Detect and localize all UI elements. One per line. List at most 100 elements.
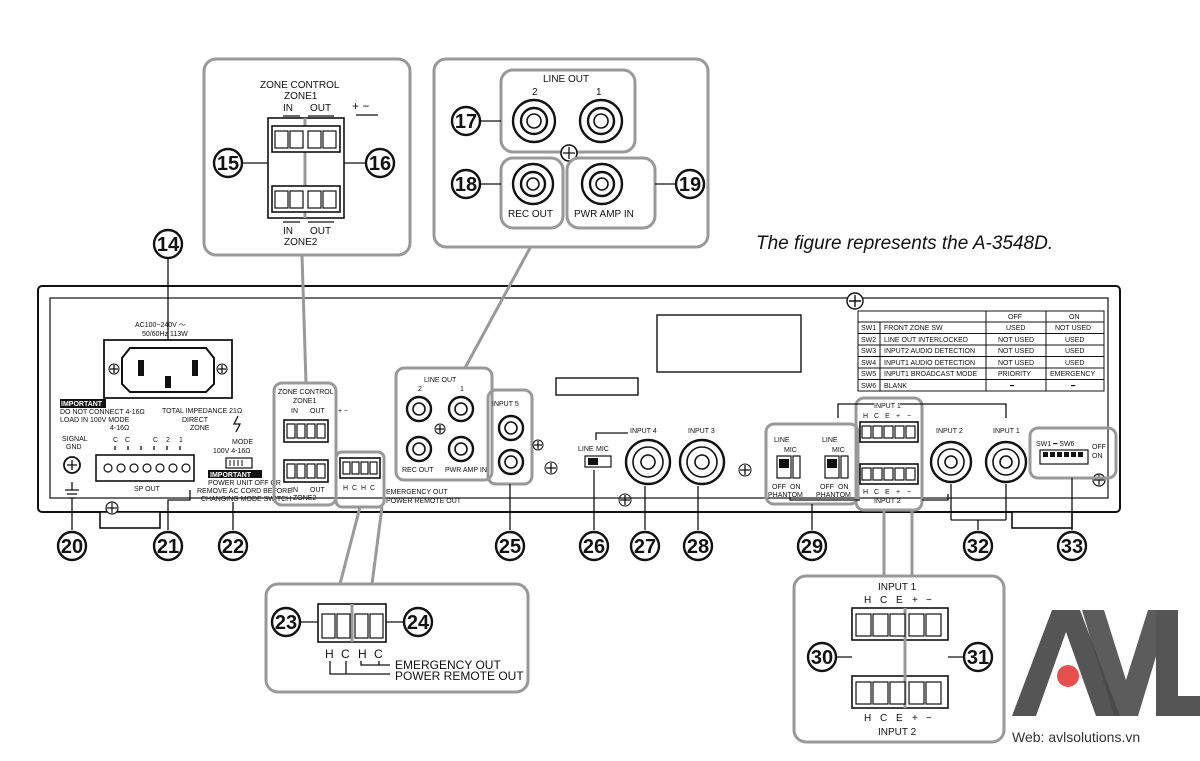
important-label: IMPORTANT	[61, 401, 103, 408]
svg-text:19: 19	[679, 174, 701, 196]
xlr-input1-label: INPUT 1	[993, 428, 1020, 435]
zoom-power-remote-out: POWER REMOTE OUT	[395, 669, 524, 683]
zoom-polarity: + −	[352, 99, 369, 113]
remote-unit-c1: C	[352, 485, 357, 492]
sw2-id: SW2	[861, 337, 876, 344]
sw5-on: EMERGENCY	[1050, 371, 1095, 378]
screw-icon	[1092, 473, 1106, 487]
input5-label: INPUT 5	[492, 401, 519, 408]
svg-text:21: 21	[157, 536, 179, 558]
zoom-t-h: H	[864, 595, 871, 606]
xlr-input2-label: INPUT 2	[936, 428, 963, 435]
mode-warning-line3: CHANGING MODE SWITCH	[201, 496, 291, 503]
remote-unit-emergency: EMERGENCY OUT	[386, 489, 448, 496]
sw2-desc: LINE OUT INTERLOCKED	[884, 337, 968, 344]
screw-icon	[618, 493, 632, 507]
zone-control-unit-title: ZONE CONTROL	[278, 389, 334, 396]
sp-terminal-c3: C	[153, 437, 158, 444]
signal-gnd: SIGNAL GND	[62, 436, 88, 499]
svg-text:33: 33	[1061, 536, 1083, 558]
zoom-line-out-ch1: 1	[596, 87, 602, 98]
zoom-zone-control: ZONE CONTROL ZONE1 IN OUT + − IN OUT ZON…	[202, 57, 412, 257]
serial-plate	[555, 377, 639, 396]
sw1-desc: FRONT ZONE SW	[884, 325, 943, 332]
power-rating-line2: 50/60Hz 113W	[142, 331, 188, 338]
avl-logo: Web: avlsolutions.vn	[1012, 610, 1200, 745]
sw-header-on: ON	[1069, 314, 1080, 321]
screw-icon	[105, 501, 119, 515]
callout-27: 27	[629, 530, 661, 562]
callout-20: 20	[56, 530, 88, 562]
line-out-unit-ch1: 1	[460, 386, 464, 393]
zoom-remote-terminals: H C H C EMERGENCY OUT POWER REMOTE OUT	[264, 582, 530, 694]
remote-unit-h2: H	[361, 485, 366, 492]
zoom-rec-out: REC OUT	[508, 209, 553, 220]
zoom-in-bottom: IN	[283, 226, 293, 237]
zoom-t-e: E	[896, 595, 903, 606]
svg-text:29: 29	[801, 536, 823, 558]
line-out-unit-rec-out: REC OUT	[402, 467, 434, 474]
callout-22: 22	[217, 530, 249, 562]
sw3-off: NOT USED	[998, 348, 1034, 355]
callout-26: 26	[578, 530, 610, 562]
svg-text:25: 25	[499, 536, 521, 558]
sw2-on: USED	[1065, 337, 1084, 344]
unit-t-h: H	[863, 413, 868, 420]
sp-terminal-1: 1	[179, 437, 183, 444]
zone-label: ZONE	[190, 425, 210, 432]
sw4-off: NOT USED	[998, 360, 1034, 367]
callout-15: 15	[212, 147, 244, 179]
zoom-remote-c2: C	[374, 647, 383, 661]
sw5-off: PRIORITY	[998, 371, 1031, 378]
signal-gnd-line2: GND	[66, 444, 82, 451]
zoom-out-top: OUT	[310, 103, 331, 114]
zone-control-unit-in: IN	[291, 408, 298, 415]
zoom-remote-h1: H	[325, 647, 334, 661]
svg-text:23: 23	[275, 612, 297, 634]
unit-b-plus: +	[896, 489, 900, 496]
callout-25: 25	[494, 530, 526, 562]
phantom1-off: OFF	[772, 484, 786, 491]
zoom-remote-c1: C	[341, 647, 350, 661]
svg-text:14: 14	[157, 234, 180, 256]
phantom1-line: LINE	[774, 437, 790, 444]
zoom-emergency-out: EMERGENCY OUT	[395, 658, 501, 672]
sw-settings-table: OFF ON SW1 FRONT ZONE SW USED NOT USED S…	[857, 310, 1105, 392]
ac-inlet: AC100−240V ～ 50/60Hz 113W	[103, 322, 233, 399]
svg-text:24: 24	[407, 612, 430, 634]
screw-icon	[846, 292, 864, 310]
mode-label: MODE	[232, 439, 253, 446]
zoom-line-out-ch2: 2	[532, 87, 538, 98]
svg-text:18: 18	[455, 174, 477, 196]
remote-terminal-unit: H C H C EMERGENCY OUT POWER REMOTE OUT	[334, 450, 462, 509]
zoom-connectors	[300, 247, 914, 585]
sw6-off: ━	[1009, 383, 1015, 390]
line-out-unit-pwr-amp-in: PWR AMP IN	[445, 467, 487, 474]
direct-label: DIRECT	[182, 417, 209, 424]
unit-t-e: E	[885, 413, 890, 420]
callout-14: 14	[152, 228, 184, 260]
zone-control-unit-zone1: ZONE1	[293, 398, 316, 405]
zone-control-unit: ZONE CONTROL ZONE1 IN OUT IN OUT ZONE2 +…	[272, 381, 348, 507]
sw5-desc: INPUT1 BROADCAST MODE	[884, 371, 978, 378]
phantom2-label: PHANTOM	[816, 492, 851, 499]
sw2-off: NOT USED	[998, 337, 1034, 344]
screw-icon	[738, 463, 752, 477]
zoom-zone-control-title: ZONE CONTROL	[260, 80, 340, 91]
sw6-on: ━	[1070, 383, 1076, 390]
screw-icon	[434, 423, 446, 435]
signal-gnd-line1: SIGNAL	[62, 436, 88, 443]
callout-17: 17	[450, 105, 482, 137]
sp-terminal-c1: C	[113, 437, 118, 444]
phantom1-label: PHANTOM	[768, 492, 803, 499]
unit-input2-label: INPUT 2	[874, 498, 901, 505]
phantom2-line: LINE	[822, 437, 838, 444]
zoom-input-terminals: INPUT 1 H C E + − H C E + − INPUT 2	[792, 574, 1006, 744]
svg-text:32: 32	[967, 536, 989, 558]
phantom1-mic: MIC	[784, 447, 797, 454]
sw6-desc: BLANK	[884, 383, 907, 390]
zoom-t-minus: −	[926, 595, 932, 606]
phantom2-on: ON	[838, 484, 849, 491]
sp-terminal-c2: C	[125, 437, 130, 444]
